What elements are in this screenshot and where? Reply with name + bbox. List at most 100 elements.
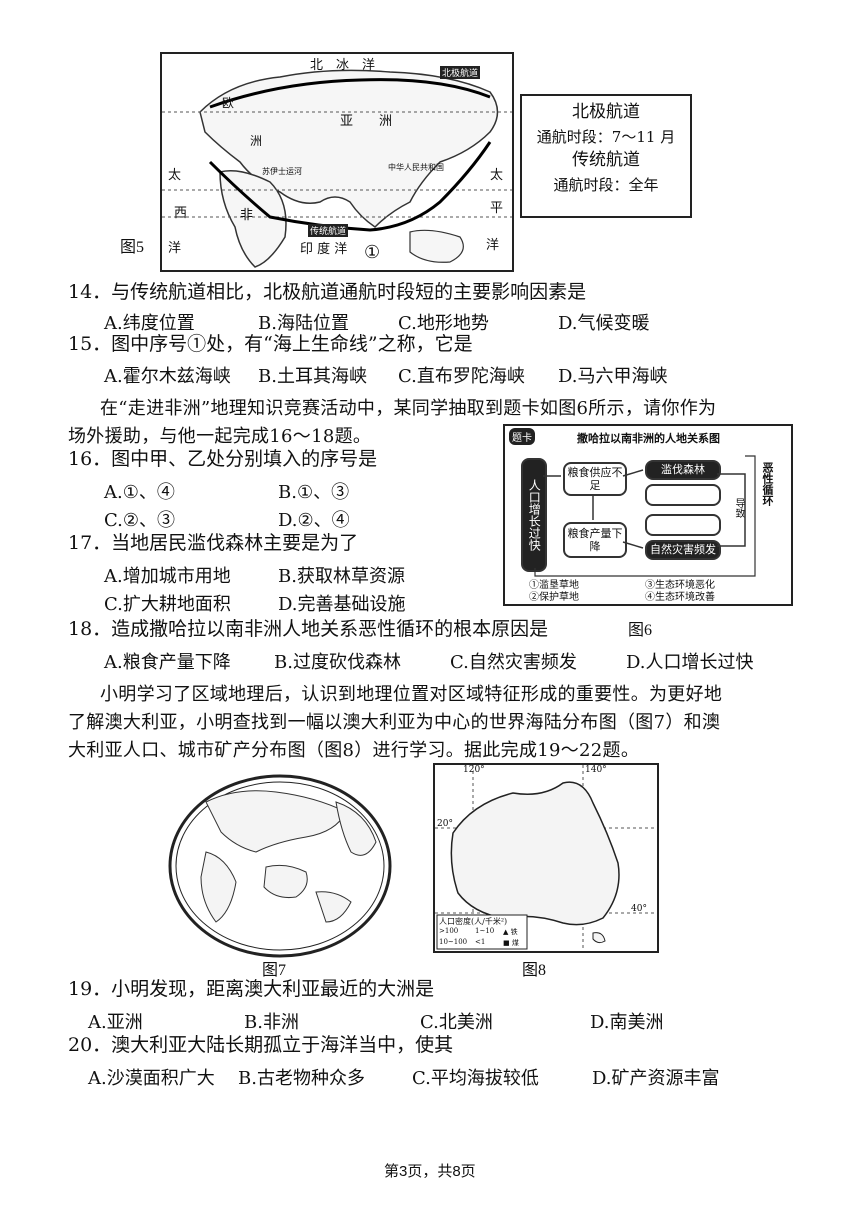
fig6-caption: 图6 [628,622,653,639]
legend-traditional-title: 传统航道 [572,150,640,170]
fig6-cycle: 恶性循环 [761,462,774,506]
q14-option-c[interactable]: C.地形地势 [398,313,489,334]
fig8-legend-title: 人口密度(人/千米²) [439,917,508,926]
fig6-opt2: ②保护草地 [529,592,579,603]
q15-option-d[interactable]: D.马六甲海峡 [558,366,668,387]
fig8-leg-f: ■ 煤 [503,939,519,947]
q15-option-b[interactable]: B.土耳其海峡 [258,366,367,387]
fig8-leg-a: >100 [439,927,459,935]
figure-6: 题卡 撒哈拉以南非洲的人地关系图 人口增长过快 粮食供应不足 滥伐森林 粮食产量… [503,424,793,606]
figure-5: 北 冰 洋 北极航道 欧 亚 洲 洲 苏伊士运河 中华人民共和国 太 西 非 洋… [160,52,514,272]
legend-arctic-time: 通航时段：7～11 月 [536,127,676,146]
label-europe: 欧 [222,96,235,110]
intro16-line2: 场外援助，与他一起完成16～18题。 [68,426,372,447]
q17-option-c[interactable]: C.扩大耕地面积 [104,594,231,615]
q17-option-b[interactable]: B.获取林草资源 [278,566,405,587]
globe-map [168,774,392,958]
label-africa: 非 [240,208,254,223]
fig8-lon1: 120° [463,765,485,775]
label-pacific-right1: 太 [490,168,504,183]
q19-option-d[interactable]: D.南美洲 [590,1012,664,1033]
fig6-blank-yi [645,514,721,536]
q14-stem: 14．与传统航道相比，北极航道通航时段短的主要影响因素是 [68,281,587,303]
q18-stem: 18．造成撒哈拉以南非洲人地关系恶性循环的根本原因是 [68,618,549,640]
q16-option-d[interactable]: D.②、④ [278,510,350,531]
label-circle-one: ① [364,242,381,263]
q16-option-b[interactable]: B.①、③ [278,482,350,503]
intro19-line2: 了解澳大利亚，小明查找到一幅以澳大利亚为中心的世界海陆分布图（图7）和澳 [68,712,721,733]
label-pacific-right3: 洋 [486,238,500,253]
q18-option-d[interactable]: D.人口增长过快 [626,652,754,673]
fig6-arrows [534,455,756,577]
q20-option-d[interactable]: D.矿产资源丰富 [592,1068,720,1089]
q17-option-d[interactable]: D.完善基础设施 [278,594,406,615]
q20-option-c[interactable]: C.平均海拔较低 [412,1068,539,1089]
figure-7 [166,772,394,960]
q18-option-b[interactable]: B.过度砍伐森林 [274,652,401,673]
label-zhou: 洲 [250,134,263,148]
q18-option-c[interactable]: C.自然灾害频发 [450,652,577,673]
q14-option-b[interactable]: B.海陆位置 [258,313,349,334]
q19-option-a[interactable]: A.亚洲 [88,1012,143,1033]
fig8-lat1: 20° [437,819,453,829]
fig7-caption: 图7 [262,962,287,979]
legend-traditional-time: 通航时段：全年 [553,175,659,194]
label-suez: 苏伊士运河 [262,167,302,176]
page-number: 第3页，共8页 [384,1163,476,1180]
fig6-food-shortage: 粮食供应不足 [563,462,627,496]
label-north-ocean: 北 冰 洋 [310,58,376,73]
fig6-title: 撒哈拉以南非洲的人地关系图 [577,432,720,445]
label-ocean-left: 洋 [168,241,182,256]
label-traditional-route: 传统航道 [308,224,349,237]
fig6-blank-jia [645,484,721,506]
fig6-deforest: 滥伐森林 [645,460,721,480]
label-pacific-left: 太 [168,168,182,183]
label-atlantic: 西 [174,206,188,221]
q14-option-a[interactable]: A.纬度位置 [104,313,195,334]
q19-option-c[interactable]: C.北美洲 [420,1012,493,1033]
q17-option-a[interactable]: A.增加城市用地 [104,566,231,587]
label-arctic-route: 北极航道 [440,66,481,79]
fig8-lon2: 140° [585,765,607,775]
fig8-leg-e: ▲ 铁 [503,928,518,936]
q18-option-a[interactable]: A.粮食产量下降 [104,652,231,673]
fig8-leg-b: 1~10 [475,927,495,935]
fig5-legend: 北极航道 通航时段：7～11 月 传统航道 通航时段：全年 [520,94,692,218]
legend-arctic-title: 北极航道 [572,102,640,122]
fig6-left-node: 人口增长过快 [521,458,547,572]
fig8-leg-c: 10~100 [439,938,468,946]
intro16-line1: 在“走进非洲”地理知识竞赛活动中，某同学抽取到题卡如图6所示，请你作为 [100,398,717,419]
label-indian-ocean: 印 度 洋 [300,242,348,257]
fig6-disaster: 自然灾害频发 [645,540,721,560]
q16-option-a[interactable]: A.①、④ [104,482,175,503]
fig8-leg-d: <1 [475,938,486,946]
q15-option-a[interactable]: A.霍尔木兹海峡 [104,366,231,387]
intro19-line1: 小明学习了区域地理后，认识到地理位置对区域特征形成的重要性。为更好地 [100,684,723,705]
q16-stem: 16．图中甲、乙处分别填入的序号是 [68,448,378,470]
q15-stem: 15．图中序号①处，有“海上生命线”之称，它是 [68,333,473,355]
fig8-lat2: 40° [631,904,647,914]
label-asia: 亚 洲 [340,114,393,129]
figure-8: 120° 140° 20° 40° 人口密度(人/千米²) >100 1~10 … [433,763,659,953]
fig6-tag: 题卡 [509,428,535,445]
fig5-caption: 图5 [120,239,145,256]
q14-option-d[interactable]: D.气候变暖 [558,313,650,334]
q15-option-c[interactable]: C.直布罗陀海峡 [398,366,525,387]
q20-stem: 20．澳大利亚大陆长期孤立于海洋当中，使其 [68,1034,454,1056]
q17-stem: 17．当地居民滥伐森林主要是为了 [68,532,359,554]
label-pacific-right2: 平 [490,201,504,216]
fig6-opt4: ④生态环境改善 [645,592,715,603]
fig6-lead: 导致 [733,498,744,518]
intro19-line3: 大利亚人口、城市矿产分布图（图8）进行学习。据此完成19～22题。 [68,740,640,761]
fig6-opt1: ①滥垦草地 [529,580,579,591]
q20-option-a[interactable]: A.沙漠面积广大 [88,1068,215,1089]
fig6-food-drop: 粮食产量下降 [563,522,627,558]
label-china: 中华人民共和国 [388,163,444,172]
q19-option-b[interactable]: B.非洲 [244,1012,299,1033]
fig6-left-text: 人口增长过快 [527,479,542,551]
fig8-caption: 图8 [522,962,547,979]
q20-option-b[interactable]: B.古老物种众多 [238,1068,365,1089]
fig6-opt3: ③生态环境恶化 [645,580,715,591]
q16-option-c[interactable]: C.②、③ [104,510,175,531]
q19-stem: 19．小明发现，距离澳大利亚最近的大洲是 [68,978,435,1000]
